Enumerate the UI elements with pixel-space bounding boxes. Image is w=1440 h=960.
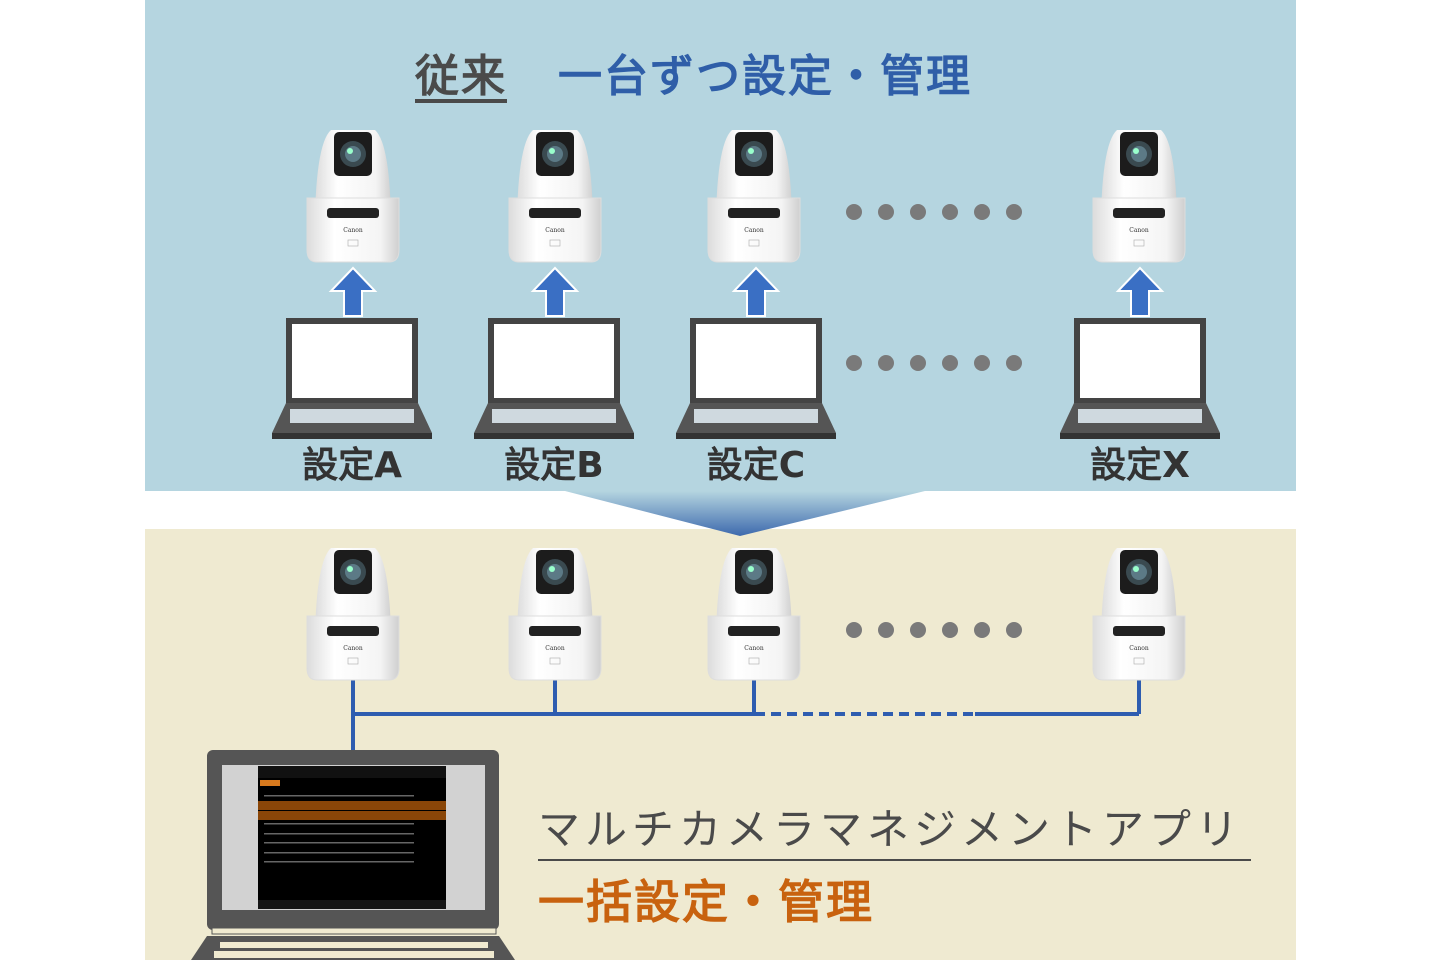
conventional-heading: 一台ずつ設定・管理 — [558, 51, 972, 102]
camera-brand-logo: Canon — [1129, 227, 1149, 234]
camera-brand-logo: Canon — [343, 227, 363, 234]
setting-label-a: 設定A — [302, 445, 402, 486]
setting-label-b: 設定B — [504, 445, 604, 486]
top-cameras: Canon Canon Canon Canon — [306, 129, 1186, 263]
app-heading: 一括設定・管理 — [538, 875, 874, 929]
bottom-cameras: Canon Canon Canon Canon — [306, 547, 1186, 681]
ellipsis-dots — [846, 204, 1022, 638]
app-name: マルチカメラマネジメントアプリ — [538, 796, 1251, 861]
upload-arrows — [330, 267, 1163, 317]
camera-brand-logo: Canon — [744, 645, 764, 652]
camera-brand-logo: Canon — [545, 227, 565, 234]
setting-label-c: 設定C — [706, 445, 806, 486]
network-lines — [351, 678, 1141, 752]
camera-brand-logo: Canon — [1129, 645, 1149, 652]
camera-brand-logo: Canon — [343, 645, 363, 652]
camera-brand-logo: Canon — [744, 227, 764, 234]
transition-arrow — [565, 491, 925, 536]
top-laptops — [272, 321, 1220, 439]
conventional-label: 従来 — [415, 51, 507, 102]
setting-label-x: 設定X — [1090, 445, 1190, 486]
camera-brand-logo: Canon — [545, 645, 565, 652]
management-laptop — [191, 750, 515, 960]
